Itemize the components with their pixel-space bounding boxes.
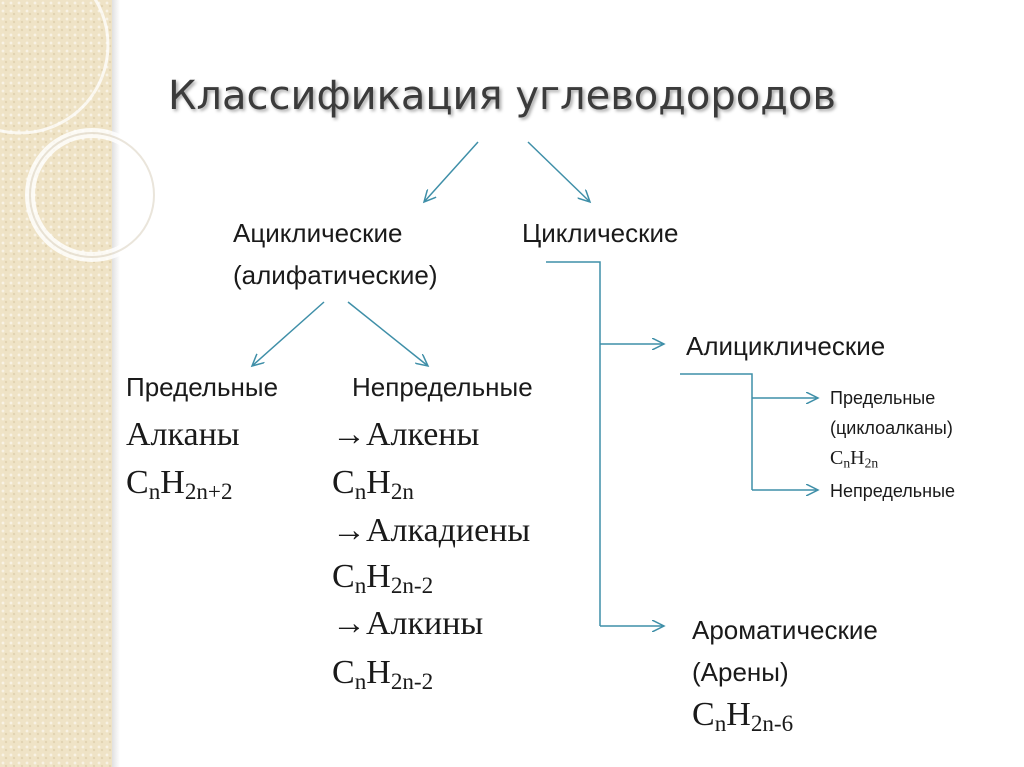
node-saturated: Предельные [126,372,279,402]
node-alicyclic: Алициклические [686,331,886,361]
node-alkanes: Алканы [126,416,240,453]
cyclic-branch-line [546,261,601,626]
decor-ring-medium-shade [29,132,155,258]
arrow-to-acyclic [424,141,479,202]
node-alkenes: →Алкены [332,416,480,453]
node-ali-saturated: Предельные [830,388,936,408]
formula-alkenes: CnH2n [332,464,414,505]
node-alkadienes: →Алкадиены [332,512,531,549]
formula-arenes: CnH2n-6 [692,696,794,737]
node-aromatic: Ароматические [692,615,878,645]
node-cycloalkanes: (циклоалканы) [830,418,953,438]
node-acyclic: Ациклические [233,218,403,248]
slide-title: Классификация углеводородов [168,73,836,119]
decorative-side-band [0,0,112,767]
arrow-to-unsaturated [347,301,428,366]
formula-alkadienes: CnH2n-2 [332,558,434,599]
arrow-to-saturated [252,301,325,366]
formula-cycloalkanes: CnH2n [830,447,879,471]
alicyclic-branch-line [680,373,753,490]
decor-ring-large [0,0,110,135]
node-alkynes: →Алкины [332,605,484,642]
formula-alkanes: CnH2n+2 [126,464,233,505]
node-arenes: (Арены) [692,657,789,687]
decor-ring-medium [25,128,159,262]
node-unsaturated: Непредельные [352,372,533,402]
arrow-to-cyclic [527,141,590,202]
formula-alkynes: CnH2n-2 [332,654,434,695]
node-cyclic: Циклические [522,218,679,248]
node-acyclic-aliphatic: (алифатические) [233,260,438,290]
node-ali-unsaturated: Непредельные [830,481,956,501]
side-band-shadow [112,0,120,767]
